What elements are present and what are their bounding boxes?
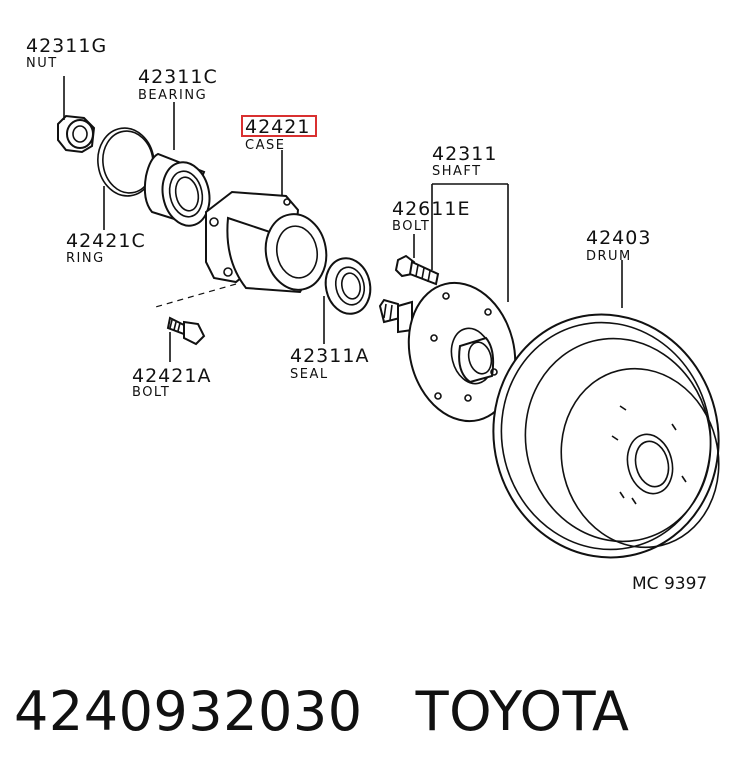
- part-case-bolt-drawing: [166, 316, 206, 346]
- part-name-nut: NUT: [26, 56, 58, 71]
- part-number-bearing: 42311C: [138, 66, 218, 88]
- case-highlight-box: [241, 115, 317, 137]
- part-drum-drawing: [492, 313, 720, 559]
- shaft-leader-bracket: [431, 183, 509, 302]
- part-number-case-bolt: 42421A: [132, 365, 211, 387]
- part-number-nut: 42311G: [26, 35, 107, 57]
- part-case-drawing: [205, 190, 328, 294]
- part-name-seal: SEAL: [290, 367, 329, 382]
- footer-part-number: 4240932030: [14, 680, 363, 743]
- part-seal-drawing: [324, 257, 372, 315]
- diagram-code: MC 9397: [632, 574, 707, 594]
- part-name-case-bolt: BOLT: [132, 385, 170, 400]
- part-nut-drawing: [57, 114, 96, 154]
- part-shaft-bolt-drawing: [394, 254, 440, 286]
- part-name-drum: DRUM: [586, 249, 632, 264]
- footer-caption: 4240932030 TOYOTA: [14, 680, 629, 743]
- part-number-shaft: 42311: [432, 143, 497, 165]
- part-bearing-drawing: [143, 152, 211, 227]
- part-name-shaft: SHAFT: [432, 164, 482, 179]
- part-number-case: 42421: [245, 116, 310, 138]
- part-name-ring: RING: [66, 251, 105, 266]
- part-name-case: CASE: [245, 138, 285, 153]
- part-number-drum: 42403: [586, 227, 651, 249]
- footer-brand: TOYOTA: [415, 680, 630, 743]
- part-name-shaft-bolt: BOLT: [392, 219, 430, 234]
- case-bolt-centerline: [151, 283, 237, 309]
- part-number-ring: 42421C: [66, 230, 146, 252]
- part-name-bearing: BEARING: [138, 88, 207, 103]
- part-number-shaft-bolt: 42611E: [392, 198, 470, 220]
- part-number-seal: 42311A: [290, 345, 369, 367]
- part-shaft-drawing: [378, 281, 517, 423]
